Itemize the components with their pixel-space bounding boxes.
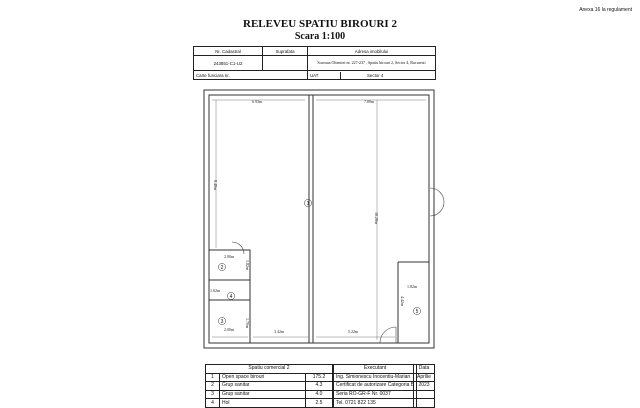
room-number-3: 3 <box>221 319 224 325</box>
dim-left-vertical: 8.48m <box>213 180 218 191</box>
room-name: Open space birouri <box>219 372 306 383</box>
executant-line: Ing. Simionescu Inocentiu-Marian <box>332 372 418 383</box>
scale-label: Scara 1:100 <box>294 31 346 42</box>
room-number-4: 4 <box>230 294 233 300</box>
executant-table: Executant Ing. Simionescu Inocentiu-Mari… <box>332 364 418 408</box>
room-nr: 3 <box>205 389 220 400</box>
room-number-5: 5 <box>416 309 419 315</box>
room-area: 175.2 <box>305 372 333 383</box>
room-nr: 4 <box>205 398 220 408</box>
dim-wc-small: 1.62m <box>210 288 221 293</box>
property-info-table: Nr. Cadastral Suprafata Adresa imobilulu… <box>193 46 436 80</box>
room-name: Grup sanitar <box>219 389 306 400</box>
dim-bottom-right: 5.22m <box>348 329 359 334</box>
uat-value: Sector 4 <box>367 72 384 78</box>
dim-top-right: 7.00m <box>364 99 375 104</box>
dim-wc1-height: 1.82m <box>245 260 250 271</box>
executant-title: Executant <box>332 364 418 374</box>
dim-right-vertical: 16.28m <box>374 212 379 225</box>
room-area: 4.0 <box>305 389 333 400</box>
date-empty <box>413 389 435 400</box>
dim-wc2-height: 1.70m <box>245 318 250 329</box>
room-nr: 1 <box>205 372 220 383</box>
rooms-table: Spatiu comercial 2 1 Open space birouri … <box>205 364 333 408</box>
inner-wall <box>208 94 430 344</box>
date-month: Aprilie <box>413 372 435 383</box>
room-area: 4.3 <box>305 381 333 391</box>
room-name: Hol <box>219 398 306 408</box>
door-arc-right <box>429 187 445 203</box>
annex-label: Anexa 16 la regulament <box>579 7 632 13</box>
executant-line: Seria RO-GR-F Nr. 0037 <box>332 389 418 400</box>
dim-closet-height: 4.42m <box>400 296 405 307</box>
room-area: 2.5 <box>305 398 333 408</box>
outer-wall <box>203 89 435 349</box>
table-row: 1 Open space birouri 175.2 <box>205 372 333 383</box>
rooms-table-title: Spatiu comercial 2 <box>205 364 333 374</box>
date-title: Data <box>413 364 435 374</box>
room-number-2: 2 <box>221 265 224 271</box>
table-row: 2 Grup sanitar 4.3 <box>205 381 333 391</box>
table-row: 4 Hol 2.5 <box>205 398 333 408</box>
page-title: RELEVEU SPATIU BIROURI 2 <box>243 18 397 30</box>
date-table: Data Aprilie 2023 <box>413 364 435 408</box>
room-name: Grup sanitar <box>219 381 306 391</box>
door-arc <box>379 326 397 344</box>
room-nr: 2 <box>205 381 220 391</box>
date-empty <box>413 398 435 408</box>
dim-bottom-mid: 3.42m <box>274 329 285 334</box>
dim-wc2-width: 2.00m <box>224 327 235 332</box>
uat-label: UAT <box>308 71 341 79</box>
dim-wc1-width: 2.00m <box>224 254 235 259</box>
date-year: 2023 <box>413 381 435 391</box>
room-number-1: 1 <box>307 201 310 207</box>
dim-top-left: 6.93m <box>252 99 263 104</box>
table-row: 3 Grup sanitar 4.0 <box>205 389 333 400</box>
executant-line: Certificat de autorizare Categoria B <box>332 381 418 391</box>
dim-closet-width: 1.82m <box>407 284 418 289</box>
executant-line: Tel. 0721 822 135 <box>332 398 418 408</box>
